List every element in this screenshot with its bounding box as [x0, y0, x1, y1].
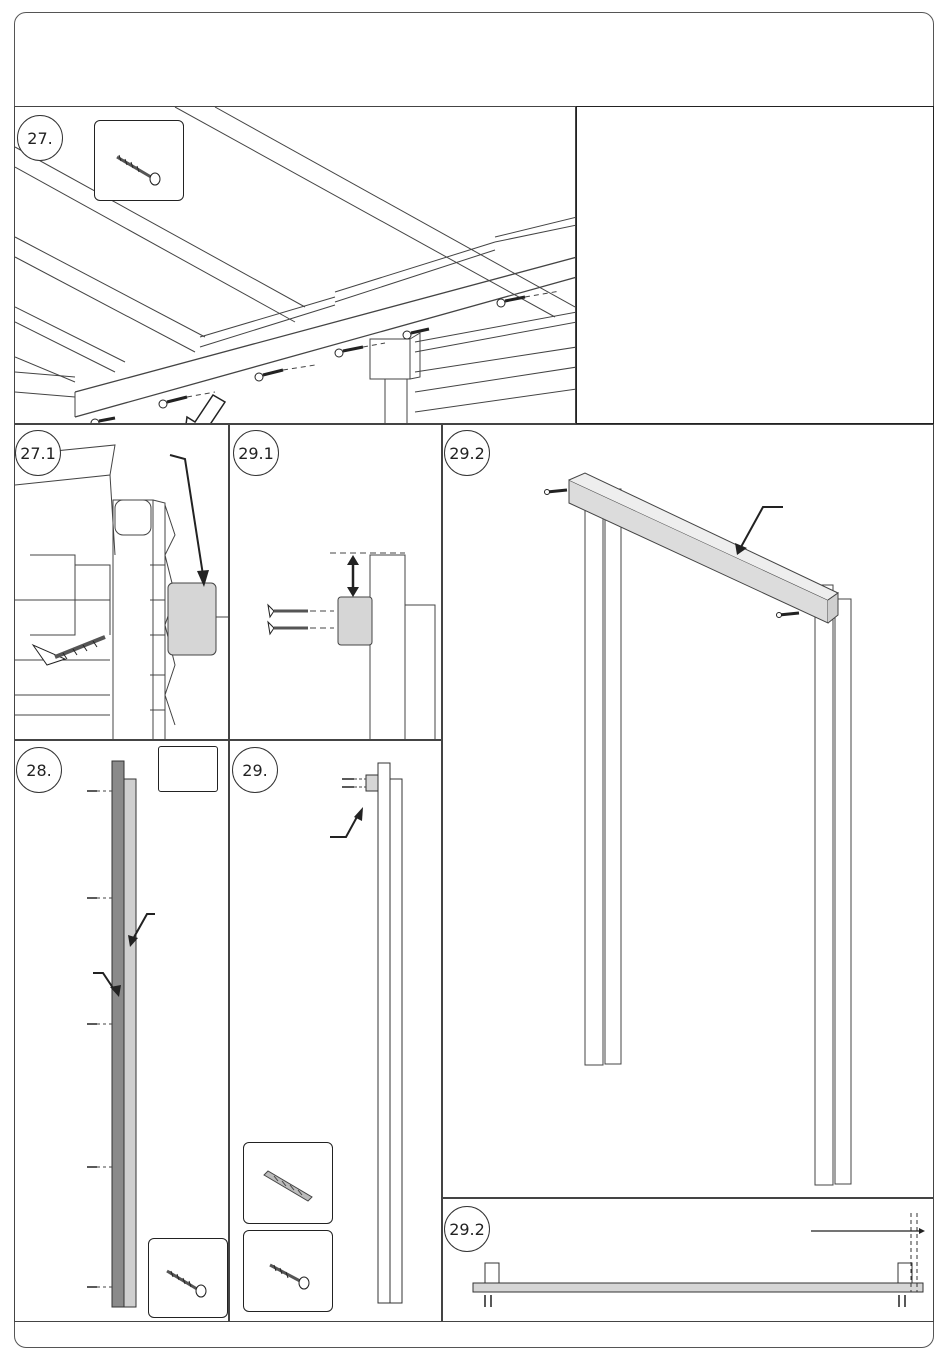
step-28-label: 28. [16, 747, 62, 793]
step-27-1-label: 27.1 [15, 430, 61, 476]
arrow-icon [735, 507, 783, 555]
panel-28 [14, 740, 229, 1322]
arrow-icon [170, 455, 209, 587]
step-29-1-label: 29.1 [233, 430, 279, 476]
hardware-box-screw-28 [148, 1238, 228, 1318]
arrow-icon [330, 807, 363, 837]
step-29-2b-label: 29.2 [444, 1206, 490, 1252]
panel-blank [576, 106, 934, 424]
step-27-label: 27. [17, 115, 63, 161]
hollow-arrow-icon [183, 395, 225, 424]
hardware-box-drill-bit [243, 1142, 333, 1224]
hardware-box-screw [94, 120, 184, 201]
step-29-2-label: 29.2 [444, 430, 490, 476]
screw-icon [149, 1239, 227, 1317]
panel-29-2-top-view [442, 1198, 934, 1322]
hardware-box-empty [158, 746, 218, 792]
beam-top-view-illustration [443, 1199, 934, 1322]
screw-icon [244, 1231, 332, 1311]
screw-icon [95, 121, 183, 200]
wall-strip-illustration [15, 741, 229, 1322]
panel-29-2 [442, 424, 934, 1198]
frame-assembly-illustration [443, 425, 934, 1198]
drill-bit-icon [244, 1143, 332, 1223]
arrow-icon [347, 555, 359, 597]
step-29-label: 29. [232, 747, 278, 793]
screw-icon [268, 605, 334, 634]
hardware-box-screw-29 [243, 1230, 333, 1312]
